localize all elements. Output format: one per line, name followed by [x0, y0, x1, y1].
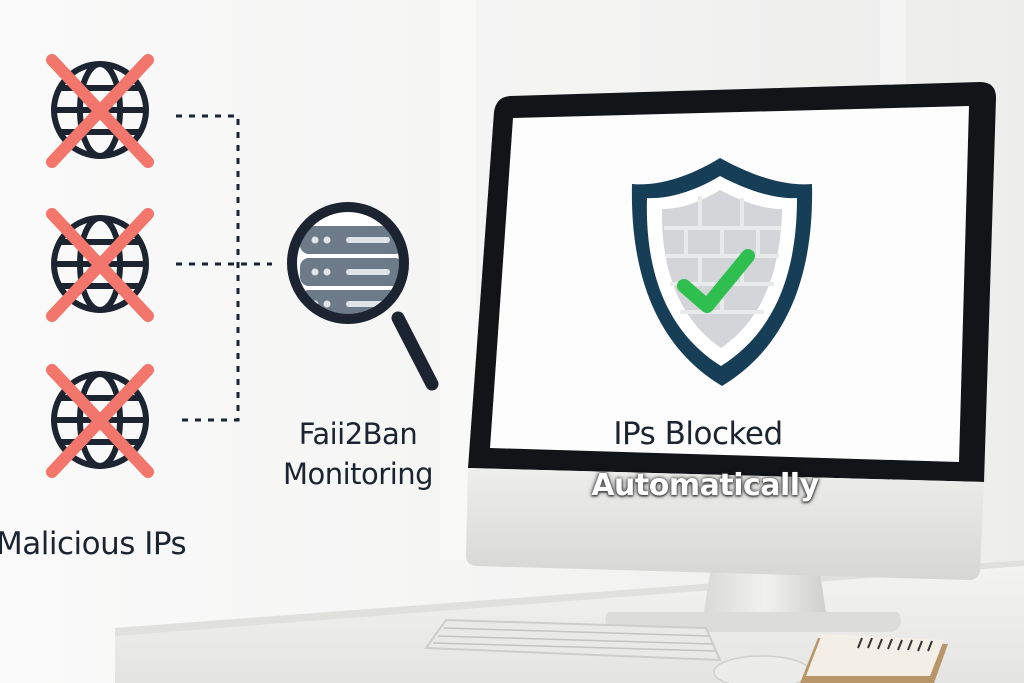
crossed-globe-icon	[46, 364, 154, 478]
crossed-globe-icon	[46, 54, 154, 168]
malicious-ips-label: Malicious IPs	[0, 526, 187, 562]
checkmark-icon	[677, 249, 755, 313]
notebook-spiral	[857, 637, 933, 652]
monitoring-title: Faii2Ban	[298, 417, 418, 451]
mouse	[713, 655, 811, 683]
notebook	[800, 634, 948, 683]
monitoring-label: Faii2Ban Monitoring	[268, 414, 448, 494]
monitoring-subtitle: Monitoring	[282, 457, 434, 491]
blocked-subtitle: Automatically	[591, 468, 819, 503]
shield-check-icon	[631, 158, 813, 386]
connector-lines	[176, 114, 272, 422]
blocked-title: IPs Blocked	[613, 416, 783, 452]
monitor-chin	[466, 468, 984, 580]
crossed-globe-icon	[46, 208, 154, 322]
magnifier-server-icon	[287, 202, 439, 391]
keyboard	[424, 618, 722, 662]
threat-icons	[46, 54, 154, 478]
